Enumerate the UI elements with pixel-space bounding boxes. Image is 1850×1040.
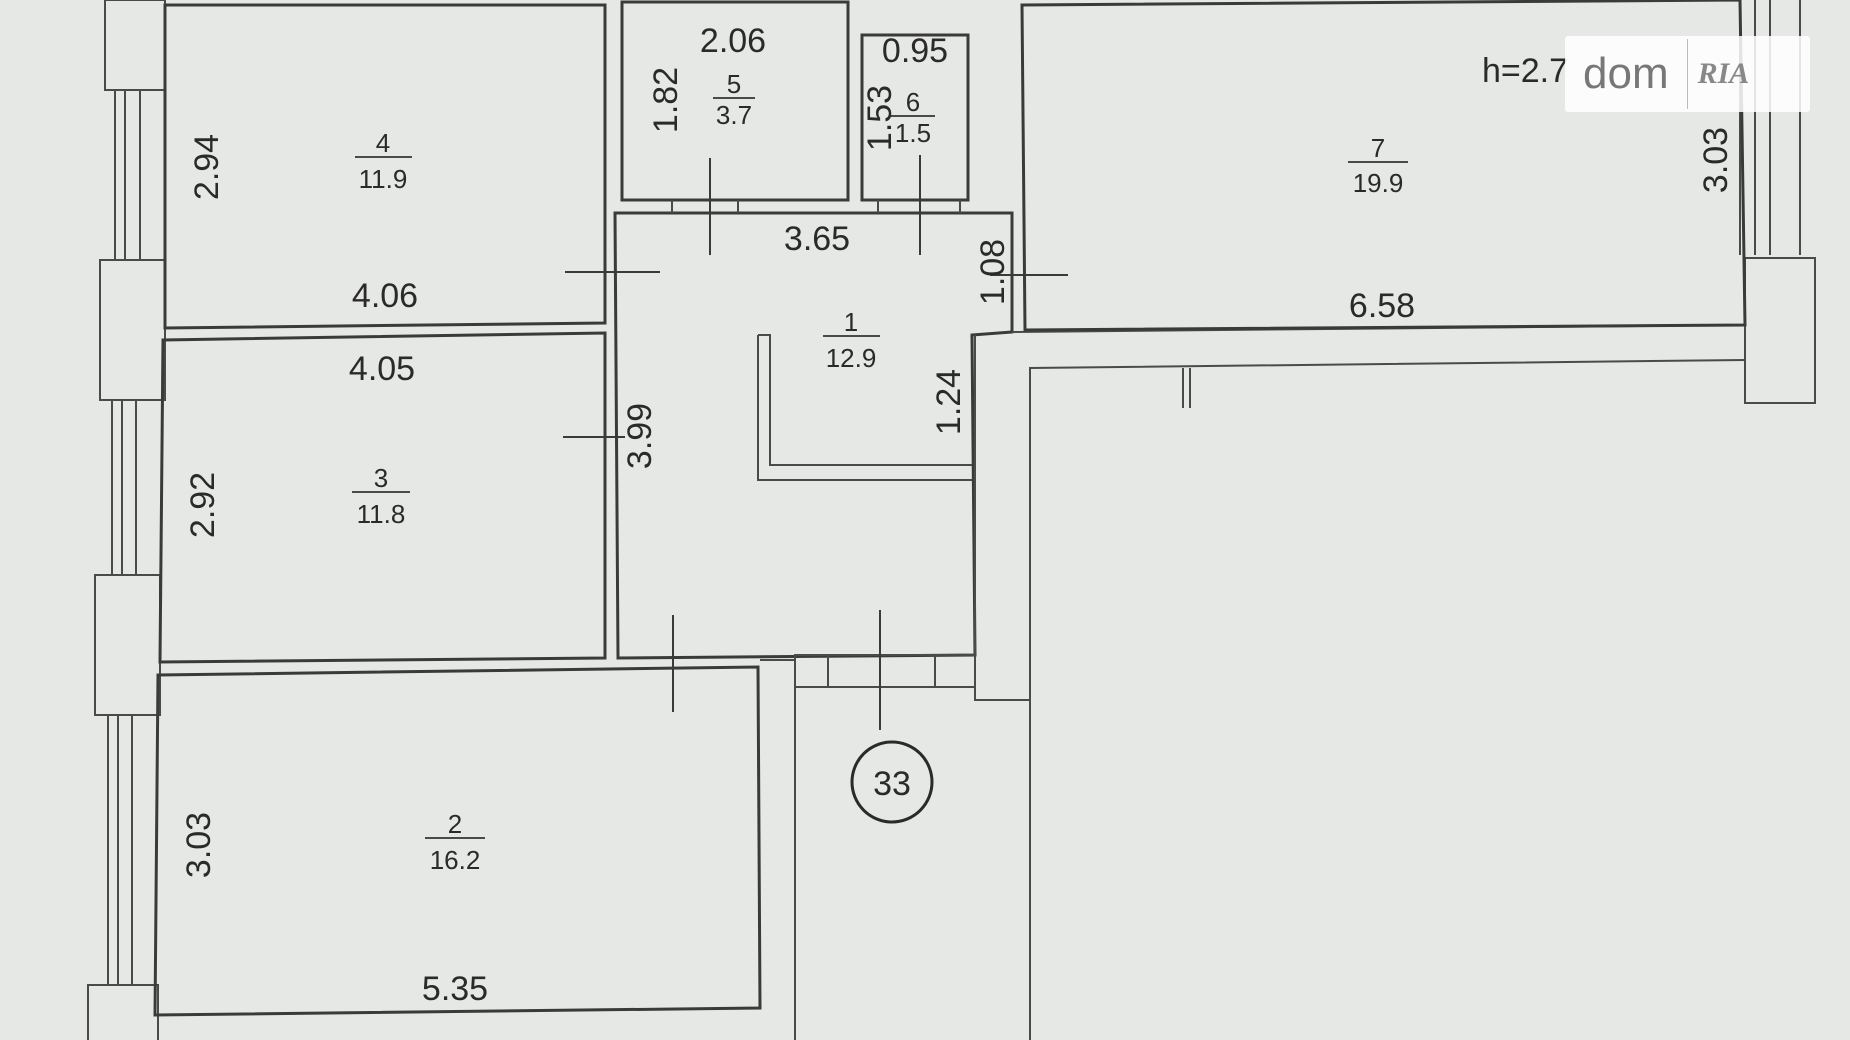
area-fraction-lines	[352, 97, 1408, 839]
dim-room3-height: 2.92	[184, 472, 222, 538]
room-1-area: 12.9	[826, 343, 877, 373]
room-3-walls	[158, 331, 607, 664]
dim-room5-height: 1.82	[647, 67, 685, 133]
dim-hall-height: 3.99	[621, 403, 659, 469]
dim-room4-height: 2.94	[188, 134, 226, 200]
ria-logo: RIA	[1697, 57, 1750, 90]
room-3-number: 3	[374, 463, 388, 493]
room-5-walls	[620, 0, 850, 202]
watermark-text: dom	[1583, 49, 1669, 98]
watermark-divider	[1686, 39, 1688, 109]
dim-room4-width: 4.06	[352, 277, 418, 315]
apartment-number: 33	[873, 765, 911, 803]
entry-threshold	[794, 654, 976, 688]
room-5-number: 5	[727, 69, 741, 99]
left-window-strip	[87, 0, 166, 1040]
dim-hall-small-1: 1.24	[930, 369, 968, 435]
room-2-area: 16.2	[430, 845, 481, 875]
room-6-walls	[860, 33, 970, 202]
room-5-area: 3.7	[716, 100, 752, 130]
room-7-area: 19.9	[1353, 168, 1404, 198]
dim-hall-small-2: 1.08	[974, 239, 1012, 305]
room-2-walls	[153, 665, 762, 1017]
dim-room7-height: 3.03	[1697, 127, 1735, 193]
room-7-walls	[1020, 0, 1747, 332]
room-6-area: 1.5	[895, 118, 931, 148]
dim-hall-width: 3.65	[784, 220, 850, 258]
room-7-number: 7	[1371, 133, 1385, 163]
watermark: dom RIA	[1565, 36, 1810, 112]
room-1-number: 1	[844, 307, 858, 337]
room-4-walls	[163, 3, 607, 330]
dim-room2-height: 3.03	[180, 812, 218, 878]
room-3-area: 11.8	[357, 499, 406, 529]
room-2-number: 2	[448, 809, 462, 839]
dim-room6-width: 0.95	[882, 32, 948, 70]
dim-room5-width: 2.06	[700, 22, 766, 60]
apartment-number-badge: 33	[850, 740, 934, 824]
room-4-number: 4	[376, 128, 390, 158]
room-4-area: 11.9	[359, 164, 408, 194]
dim-room3-width: 4.05	[349, 350, 415, 388]
dim-room7-width: 6.58	[1349, 287, 1415, 325]
room-6-number: 6	[906, 87, 920, 117]
dim-room2-width: 5.35	[422, 970, 488, 1008]
door-marks	[563, 155, 1068, 730]
dim-room6-height: 1.53	[861, 85, 899, 151]
room-1-walls	[613, 211, 1014, 660]
height-note: h=2.7	[1482, 52, 1568, 90]
